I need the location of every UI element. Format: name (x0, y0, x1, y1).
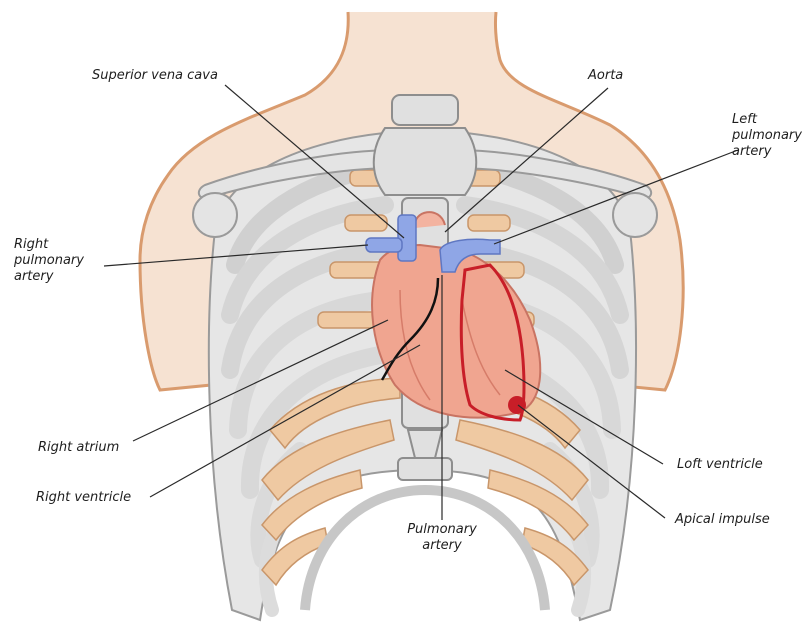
label-pulmonary-artery: Pulmonary artery (386, 522, 498, 554)
label-left-ventricle: Loft ventricle (677, 457, 763, 473)
label-right-ventricle: Right ventricle (36, 490, 131, 506)
label-right-atrium: Right atrium (38, 440, 119, 456)
label-right-pulmonary-artery: Right pulmonary artery (14, 237, 84, 285)
label-left-pulmonary-artery: Left pulmonary artery (732, 112, 802, 160)
label-aorta: Aorta (588, 68, 623, 84)
label-apical-impulse: Apical impulse (675, 512, 770, 528)
label-superior-vena-cava: Superior vena cava (92, 68, 218, 84)
